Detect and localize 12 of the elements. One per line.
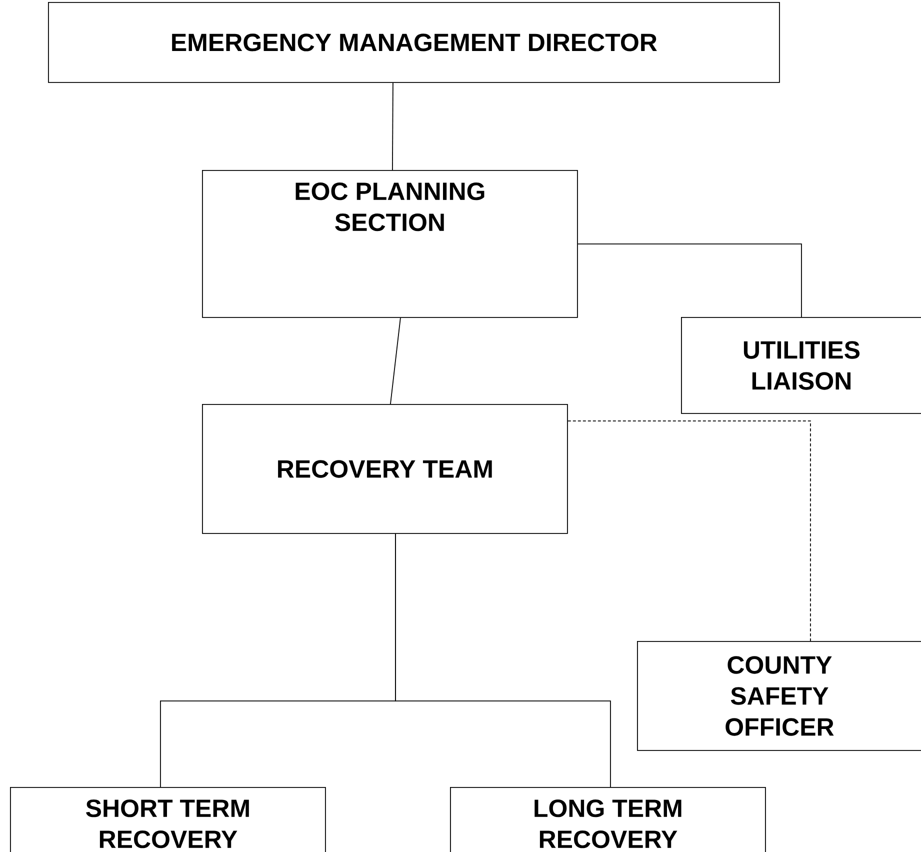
connector-line — [577, 244, 802, 318]
connector-line — [390, 317, 401, 404]
org-box: EMERGENCY MANAGEMENT DIRECTOR — [48, 2, 780, 83]
org-box: LONG TERM RECOVERY — [450, 787, 766, 852]
connector-line — [395, 533, 611, 788]
org-box: EOC PLANNING SECTION — [202, 170, 578, 318]
org-box: RECOVERY TEAM — [202, 404, 568, 534]
dashed-connector — [567, 420, 811, 642]
org-box: SHORT TERM RECOVERY — [10, 787, 326, 852]
org-box: COUNTY SAFETY OFFICER — [637, 641, 921, 751]
connector-line — [392, 82, 394, 170]
org-box: UTILITIES LIAISON — [681, 317, 921, 414]
